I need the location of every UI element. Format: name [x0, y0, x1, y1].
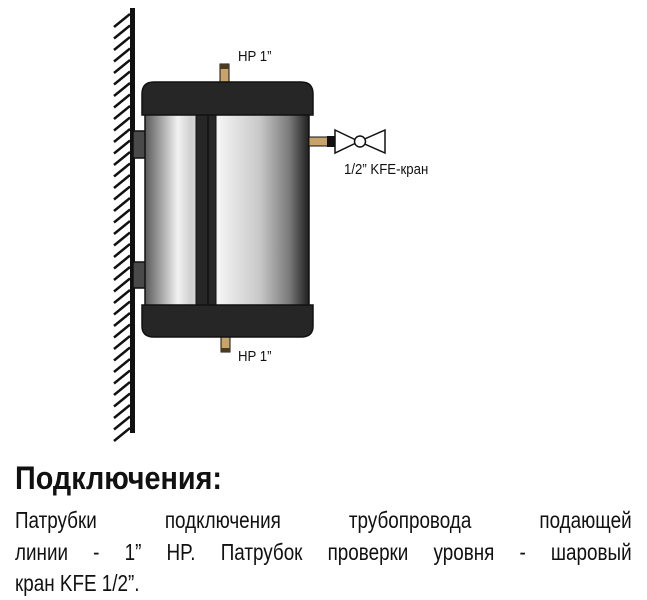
- wall-hatch-line: [113, 47, 131, 63]
- wall-hatch-line: [113, 197, 131, 212]
- wall-hatch-line: [113, 358, 131, 373]
- wall-hatch-line: [113, 128, 131, 143]
- wall-hatch-line: [113, 243, 131, 258]
- description-line: Патрубки подключения трубопровода подающ…: [15, 507, 632, 533]
- wall-hatch-line: [113, 404, 131, 419]
- wall-hatch-line: [113, 266, 131, 281]
- ball-valve-icon: [334, 128, 386, 155]
- wall-hatch-line: [113, 24, 131, 40]
- wall-hatch-line: [113, 369, 131, 385]
- wall-hatch-line: [113, 254, 131, 270]
- tank-body: [144, 111, 310, 307]
- wall: [113, 8, 135, 442]
- wall-hatch-line: [113, 415, 131, 431]
- wall-hatch-line: [113, 208, 131, 224]
- wall-hatch-line: [113, 312, 131, 327]
- wall-hatch-line: [113, 59, 131, 74]
- top-port-label: HP 1”: [238, 48, 272, 65]
- wall-hatch-line: [113, 289, 131, 304]
- wall-hatch-line: [113, 36, 131, 51]
- side-pipe: [308, 136, 335, 147]
- wall-hatch-line: [113, 13, 131, 28]
- wall-hatch-line: [113, 105, 131, 120]
- valve-label: 1/2” KFE-кран: [344, 161, 429, 178]
- wall-hatch-line: [113, 427, 131, 442]
- description-line: линии - 1” HP. Патрубок проверки уровня …: [15, 538, 632, 565]
- section-heading: Подключения:: [15, 460, 222, 496]
- wall-hatch-line: [113, 220, 131, 235]
- tank-strap: [195, 111, 217, 307]
- wall-hatch-line: [113, 185, 131, 201]
- wall-hatch-line: [113, 70, 131, 86]
- bottom-pipe: [220, 335, 231, 353]
- top-cap: [141, 81, 314, 116]
- wall-hatch-line: [113, 162, 131, 178]
- wall-hatch-line: [113, 300, 131, 316]
- wall-hatch-line: [113, 139, 131, 155]
- wall-hatch-line: [113, 82, 131, 97]
- top-pipe: [219, 63, 230, 84]
- tank-connection-diagram: [113, 8, 386, 442]
- wall-hatch-line: [113, 335, 131, 350]
- bottom-cap: [141, 304, 314, 338]
- wall-hatch-line: [113, 392, 131, 408]
- description-paragraph: Патрубки подключения трубопровода подающ…: [15, 505, 632, 600]
- description-line: кран KFE 1/2”.: [15, 570, 140, 596]
- bottom-port-label: HP 1”: [238, 348, 272, 365]
- wall-hatch-line: [113, 116, 131, 132]
- wall-hatch-line: [113, 151, 131, 166]
- wall-hatch-line: [113, 323, 131, 339]
- wall-hatch-line: [113, 93, 131, 109]
- wall-hatch-line: [113, 381, 131, 396]
- wall-hatch-line: [113, 174, 131, 189]
- wall-hatch-line: [113, 277, 131, 293]
- wall-hatch-line: [113, 231, 131, 247]
- wall-hatch-line: [113, 346, 131, 362]
